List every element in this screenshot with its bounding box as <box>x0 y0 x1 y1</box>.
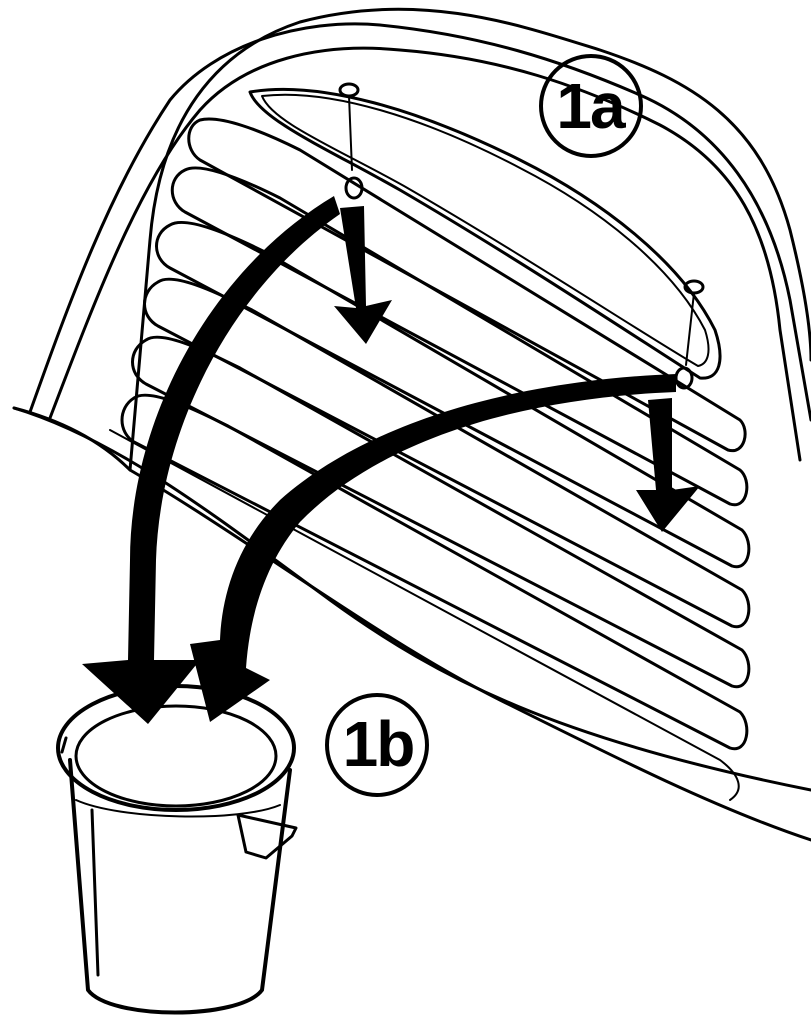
step-1b-circle <box>325 693 429 797</box>
down-arrow-left-icon <box>334 206 392 344</box>
down-arrows <box>334 206 700 532</box>
bucket-icon <box>56 684 298 1015</box>
drain-plug-left <box>338 82 360 98</box>
step-1a-circle <box>539 54 643 158</box>
panel-shell <box>12 7 811 842</box>
grille <box>109 87 751 801</box>
curved-arrows <box>82 196 676 724</box>
drain-hole-left <box>344 176 364 200</box>
step-1b-label: 1b <box>342 708 416 780</box>
down-arrow-right-icon <box>636 398 700 532</box>
curved-arrow-left-icon <box>82 196 340 724</box>
step-1a-label: 1a <box>556 70 625 142</box>
curved-arrow-right-icon <box>190 374 676 722</box>
